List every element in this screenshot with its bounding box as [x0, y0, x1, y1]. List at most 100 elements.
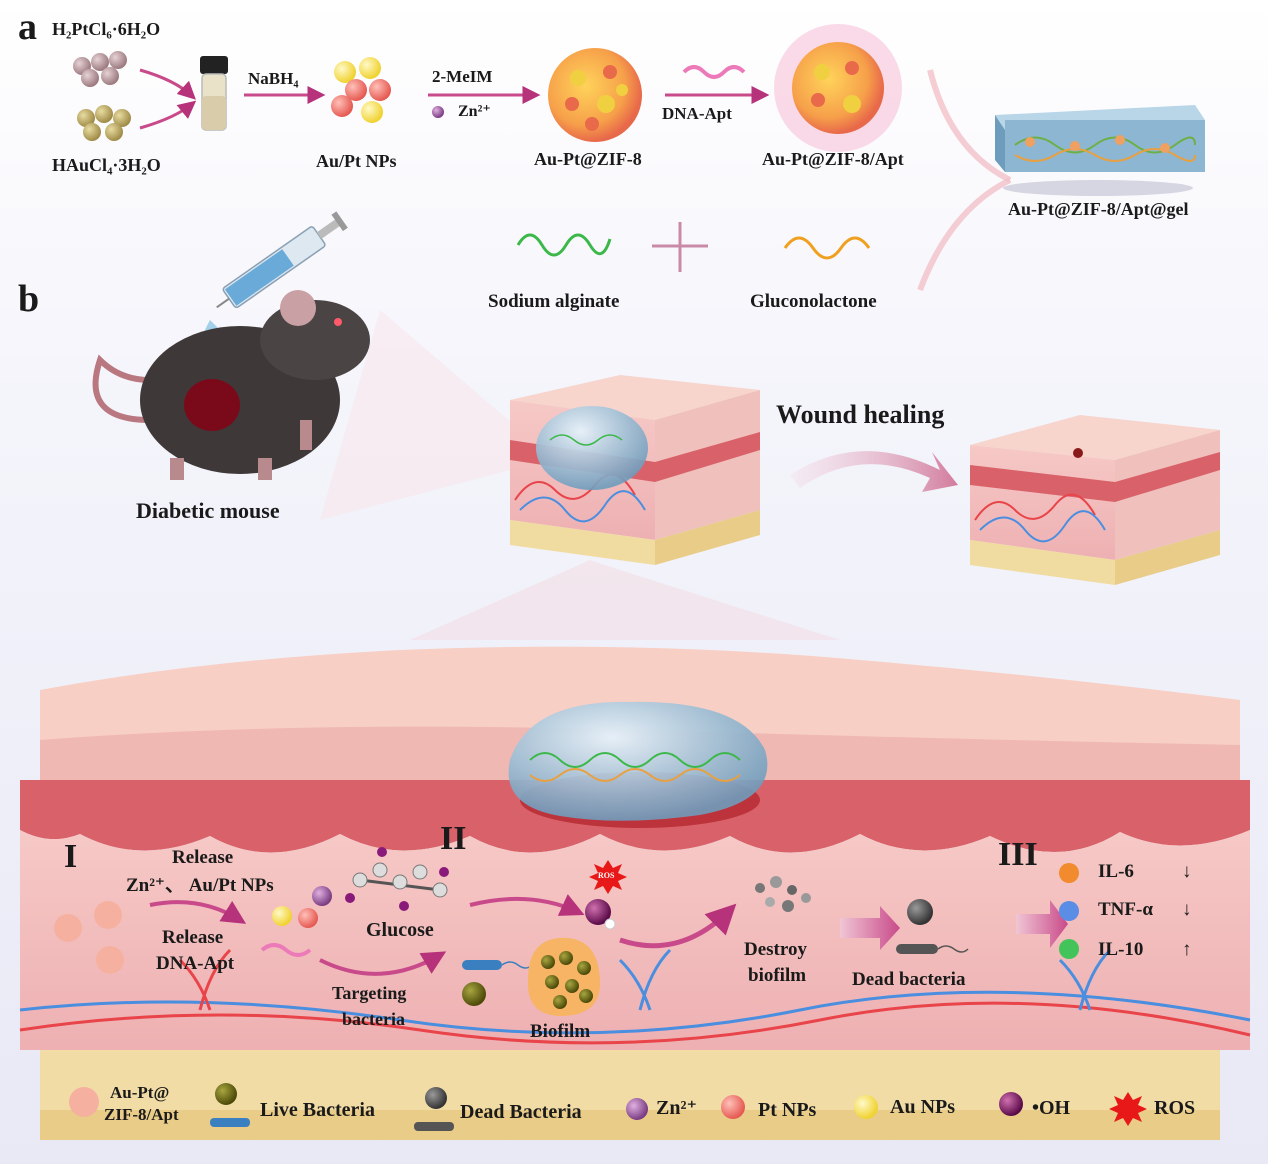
targeting-label-2: bacteria — [342, 1009, 405, 1029]
legend-ros-label: ROS — [1154, 1097, 1196, 1119]
au-pt-nps-icon — [331, 57, 391, 123]
stage-iii-label: III — [998, 836, 1038, 873]
nabh4-label: NaBH₄ — [248, 69, 299, 88]
dead-bacterium-coccus — [907, 899, 933, 925]
dead-bacteria-label: Dead bacteria — [852, 969, 966, 990]
plus-icon — [652, 222, 708, 272]
il6-icon — [1059, 863, 1079, 883]
stage-i-label: I — [64, 838, 78, 875]
live-bacterium-coccus — [462, 982, 486, 1006]
merge-curve-top — [927, 69, 1012, 183]
gel-label: Au-Pt@ZIF-8/Apt@gel — [1008, 199, 1189, 219]
au-icon-stage1 — [272, 906, 292, 926]
marker-il10-trend: ↑ — [1182, 939, 1192, 960]
gluconolactone-label: Gluconolactone — [750, 291, 877, 312]
gluconolactone-strand-icon — [783, 236, 871, 260]
il10-icon — [1059, 939, 1079, 959]
dead-arrow-1 — [840, 906, 900, 950]
dna-apt-strand-icon — [682, 65, 746, 79]
nps-label: Au/Pt NPs — [316, 151, 397, 171]
legend-mof-label-2: ZIF-8/Apt — [104, 1105, 179, 1124]
live-bacterium-rod — [462, 960, 533, 970]
diabetic-mouse-label: Diabetic mouse — [136, 498, 280, 523]
zn-ion-icon — [432, 106, 444, 118]
au-precursor-spheres — [77, 105, 131, 141]
apt-icon-stage1 — [260, 943, 312, 957]
targeting-arrow — [319, 951, 447, 976]
ros-burst-icon — [589, 860, 627, 894]
healed-skin-block — [970, 415, 1220, 585]
hydroxyl-radical-icon — [585, 899, 616, 930]
meim-label: 2-MeIM — [432, 67, 493, 86]
marker-tnf-trend: ↓ — [1182, 899, 1192, 920]
merge-curve-bottom — [917, 177, 1012, 292]
legend-zn-icon — [626, 1098, 648, 1120]
merge-arrow-bottom — [139, 100, 197, 130]
zoom-funnel-left — [320, 310, 520, 520]
alginate-strand-icon — [516, 233, 612, 257]
wound-healing-label: Wound healing — [776, 400, 945, 429]
mof-cluster-icon — [54, 901, 124, 974]
biofilm-label: Biofilm — [530, 1021, 591, 1042]
legend-oh-label: •OH — [1032, 1097, 1071, 1119]
healing-arrow — [790, 451, 958, 492]
zn-label: Zn²⁺ — [458, 103, 491, 120]
legend-pt-label: Pt NPs — [758, 1099, 817, 1121]
legend-ros-icon — [1109, 1092, 1147, 1126]
glucose-molecule-icon — [345, 847, 449, 911]
legend-au-icon — [854, 1095, 878, 1119]
zn-icon-stage1 — [312, 886, 332, 906]
pt-icon-stage1 — [298, 908, 318, 928]
marker-tnf-label: TNF-α — [1098, 899, 1153, 920]
au-precursor-label: HAuCl₄·3H₂O — [52, 155, 161, 175]
legend-zn-label: Zn²⁺ — [656, 1097, 698, 1119]
release-apt-label-1: Release — [162, 927, 224, 948]
legend-dead-coccus-icon — [425, 1087, 447, 1109]
pt-precursor-label: H₂PtCl₆·6H₂O — [52, 19, 161, 39]
syringe-icon — [216, 211, 348, 309]
legend-mof-label-1: Au-Pt@ — [110, 1083, 170, 1102]
tnf-alpha-icon — [1059, 901, 1079, 921]
legend-dead-rod-icon — [414, 1122, 454, 1131]
glucose-label: Glucose — [366, 919, 434, 941]
dead-arrow-2 — [1016, 900, 1068, 948]
destroy-label-2: biofilm — [748, 965, 807, 986]
marker-il6-trend: ↓ — [1182, 861, 1192, 882]
stage-ii-label: II — [440, 820, 467, 857]
destroy-label-1: Destroy — [744, 939, 807, 960]
biofilm-icon — [527, 937, 601, 1016]
wound-gel-blob — [508, 701, 768, 828]
legend-mof-icon — [69, 1087, 99, 1117]
legend-live-coccus-icon — [215, 1083, 237, 1105]
marker-il6-label: IL-6 — [1098, 861, 1134, 882]
ros-arrow — [469, 894, 585, 916]
panel-label-a: a — [18, 6, 37, 48]
mof-label: Au-Pt@ZIF-8 — [534, 149, 642, 169]
pt-precursor-spheres — [73, 51, 127, 87]
vial-icon — [200, 56, 228, 131]
targeting-label-1: Targeting — [332, 983, 407, 1003]
merge-arrow-top — [139, 68, 196, 100]
legend-oh-icon — [999, 1092, 1023, 1116]
ros-burst-label: ROS — [598, 871, 615, 880]
alginate-label: Sodium alginate — [488, 291, 620, 312]
legend-pt-icon — [721, 1095, 745, 1119]
zoom-funnel-bottom — [410, 560, 840, 640]
biofilm-debris-icon — [755, 876, 811, 912]
wound-skin-block-treated — [510, 375, 760, 565]
legend-live-label: Live Bacteria — [260, 1099, 375, 1121]
skin-cross-section — [19, 646, 1251, 1140]
release-arrow-1 — [149, 900, 247, 924]
release-ions-label-1: Release — [172, 847, 234, 868]
destroy-arrow — [619, 903, 737, 949]
au-pt-zif8-particle — [548, 48, 642, 142]
mouse-icon — [92, 290, 370, 480]
legend-live-rod-icon — [210, 1118, 250, 1127]
au-pt-zif8-apt-particle — [774, 24, 902, 152]
release-apt-label-2: DNA-Apt — [156, 953, 235, 974]
dna-apt-label: DNA-Apt — [662, 104, 732, 123]
legend-au-label: Au NPs — [890, 1096, 956, 1118]
hydrogel-slab-icon — [995, 105, 1205, 196]
marker-il10-label: IL-10 — [1098, 939, 1144, 960]
